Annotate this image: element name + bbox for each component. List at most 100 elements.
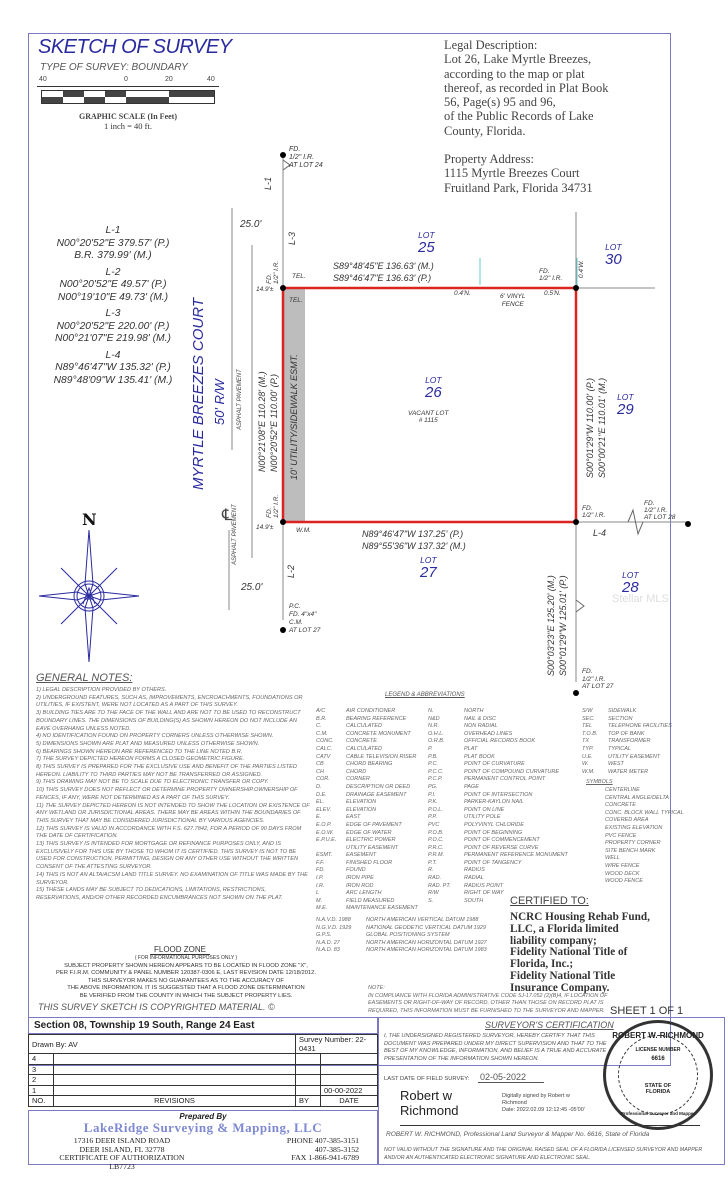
legend-row: P.K.PARKER-KAYLON NAIL	[428, 799, 524, 806]
legend-row: C.CALCULATED	[316, 723, 382, 730]
symbol-item: PROPERTY CORNER	[605, 840, 661, 847]
field-survey-label: LAST DATE OF FIELD SURVEY:	[384, 1076, 470, 1082]
monument-label: FD.1/2" I.R.AT LOT 27	[582, 668, 614, 690]
note-item: 13) This survey is intended for mortgage…	[36, 841, 298, 871]
legend-row: CALC.CALCULATED	[316, 745, 382, 752]
scale-caption: GRAPHIC SCALE (In Feet)	[79, 112, 177, 121]
certified-to-list: NCRC Housing Rehab Fund,LLC, a Florida l…	[510, 911, 650, 994]
line-name: L-1	[105, 225, 121, 236]
legend-row: P.O.L.POINT ON LINE	[428, 806, 505, 813]
symbol-item: EXISTING ELEVATION	[605, 824, 663, 831]
asphalt-pavement-label: ASPHALT PAVEMENT	[237, 369, 243, 430]
legend-row: I.P.IRON PIPE	[316, 875, 374, 882]
asphalt-pavement-label-2: ASPHALT PAVEMENT	[232, 504, 238, 565]
west-line-bearing: N00°21'08"E 110.28' (M.)N00°20'52"E 110.…	[257, 371, 279, 472]
legend-row: P.C.POINT OF CURVATURE	[428, 761, 525, 768]
offset-label: 0.4'W.	[578, 260, 585, 278]
surveyor-cert-text: I, the undersigned registered surveyor, …	[384, 1033, 607, 1062]
legend-row: T.O.B.TOP OF BANK	[582, 730, 645, 737]
scale-ratio: 1 inch = 40 ft.	[104, 121, 152, 131]
legend-row: E.EAST	[316, 814, 361, 821]
legend-row: N.NORTH	[428, 708, 484, 714]
legend-row: P.P.UTILITY POLE	[428, 814, 501, 821]
symbol-item: WOOD DECK	[605, 870, 640, 877]
note-item: 1) Legal description provided by others.	[36, 687, 167, 693]
offset-label: 0.5'N.	[544, 290, 561, 297]
certified-to-heading: CERTIFIED TO:	[510, 895, 589, 907]
distance-label: 25.0'	[240, 219, 262, 230]
legend-row: PG.PAGE	[428, 783, 479, 790]
legal-line: County, Florida.	[444, 123, 526, 138]
legend-row: SEC.SECTION	[582, 715, 633, 722]
south-line-bearing: N89°46'47"W 137.25' (P.)N89°55'36"W 137.…	[362, 529, 466, 551]
flood-line: This surveyor makes no guarantees as to …	[88, 977, 284, 984]
flood-line: per F.I.R.M. community & panel number 12…	[56, 970, 316, 977]
legend-row: N.R.NON RADIAL	[428, 723, 498, 730]
monument-label: P.C.FD. 4"x4"C.M.AT LOT 27	[289, 603, 321, 634]
vacant-lot-label: VACANT LOT# 1115	[408, 410, 449, 424]
legend-row: P.C.C.POINT OF COMPOUND CURVATURE	[428, 768, 560, 775]
legend-row: I.R.IRON ROD	[316, 882, 374, 889]
survey-number: Survey Number: 22-0431	[295, 1034, 378, 1054]
seal-license-label: LICENSE NUMBER	[635, 1047, 681, 1053]
line-row: N00°20'52"E 379.57' (P.)	[56, 237, 170, 249]
street-row: 50' R/W	[212, 379, 227, 425]
legend-row: CONC.CONCRETE	[316, 738, 377, 745]
legend-row: M.E.MAINTENANCE EASEMENT	[316, 905, 418, 912]
symbol-item: PVC FENCE	[605, 832, 637, 839]
legal-description: Legal Description: Lot 26, Lake Myrtle B…	[444, 38, 669, 195]
scale-tick: 40	[39, 76, 47, 83]
seal-name: ROBERT W. RICHMOND	[612, 1031, 704, 1040]
seal-number: 6616	[651, 1056, 665, 1062]
legal-line: of the Public Records of Lake	[444, 109, 594, 124]
scale-tick: 40	[207, 76, 215, 83]
note-item: 6) Bearings shown hereon are referenced …	[36, 748, 243, 755]
water-meter-label: W.M.	[296, 527, 311, 534]
centerline-icon: ℄	[222, 507, 233, 524]
line-row: N00°21'07"E 219.98' (M.)	[55, 333, 171, 344]
tel-label: TEL.	[289, 297, 303, 304]
legend-row: EL.ELEVATION	[316, 799, 377, 806]
distance-label: 14.9'±	[256, 524, 274, 531]
symbol-item: SITE BENCH MARK	[605, 847, 656, 854]
legend-row: C.M.CONCRETE MONUMENT	[316, 730, 411, 737]
legend-row: W.WEST	[582, 761, 624, 768]
note-item: 4) No identification found on property c…	[36, 733, 274, 740]
symbol-item: CENTERLINE	[605, 787, 640, 793]
note-item: 10) This survey does not reflect or dete…	[36, 787, 298, 801]
line-row: B.R. 379.99' (M.)	[74, 250, 152, 261]
scale-bar	[41, 90, 215, 104]
legend-row: ELEV.ELEVATION	[316, 806, 377, 813]
line-label-l4: L-4	[593, 528, 607, 538]
legend-row: RAD. PT.RADIUS POINT	[428, 882, 504, 889]
line-name: L-3	[105, 308, 121, 319]
line-row: N89°46'47"W 135.32' (P.)	[55, 362, 171, 373]
legend-row: D.DESCRIPTION OR DEED	[316, 783, 411, 790]
compliance-note: NOTE: In compliance with Florida Adminis…	[368, 985, 608, 1014]
legend-row: ESMT.EASEMENT	[316, 852, 377, 859]
watermark: Stellar MLS	[612, 593, 669, 605]
legend-row: P.O.C.POINT OF COMMENCEMENT	[428, 837, 540, 844]
legal-line: according to the map or plat	[444, 66, 585, 81]
offset-label: 0.4'N.	[454, 290, 471, 297]
legend-row: M.FIELD MEASURED	[316, 897, 395, 904]
legend-row: R.RADIUS	[428, 867, 485, 874]
legend-row: P.B.PLAT BOOK	[428, 753, 495, 760]
